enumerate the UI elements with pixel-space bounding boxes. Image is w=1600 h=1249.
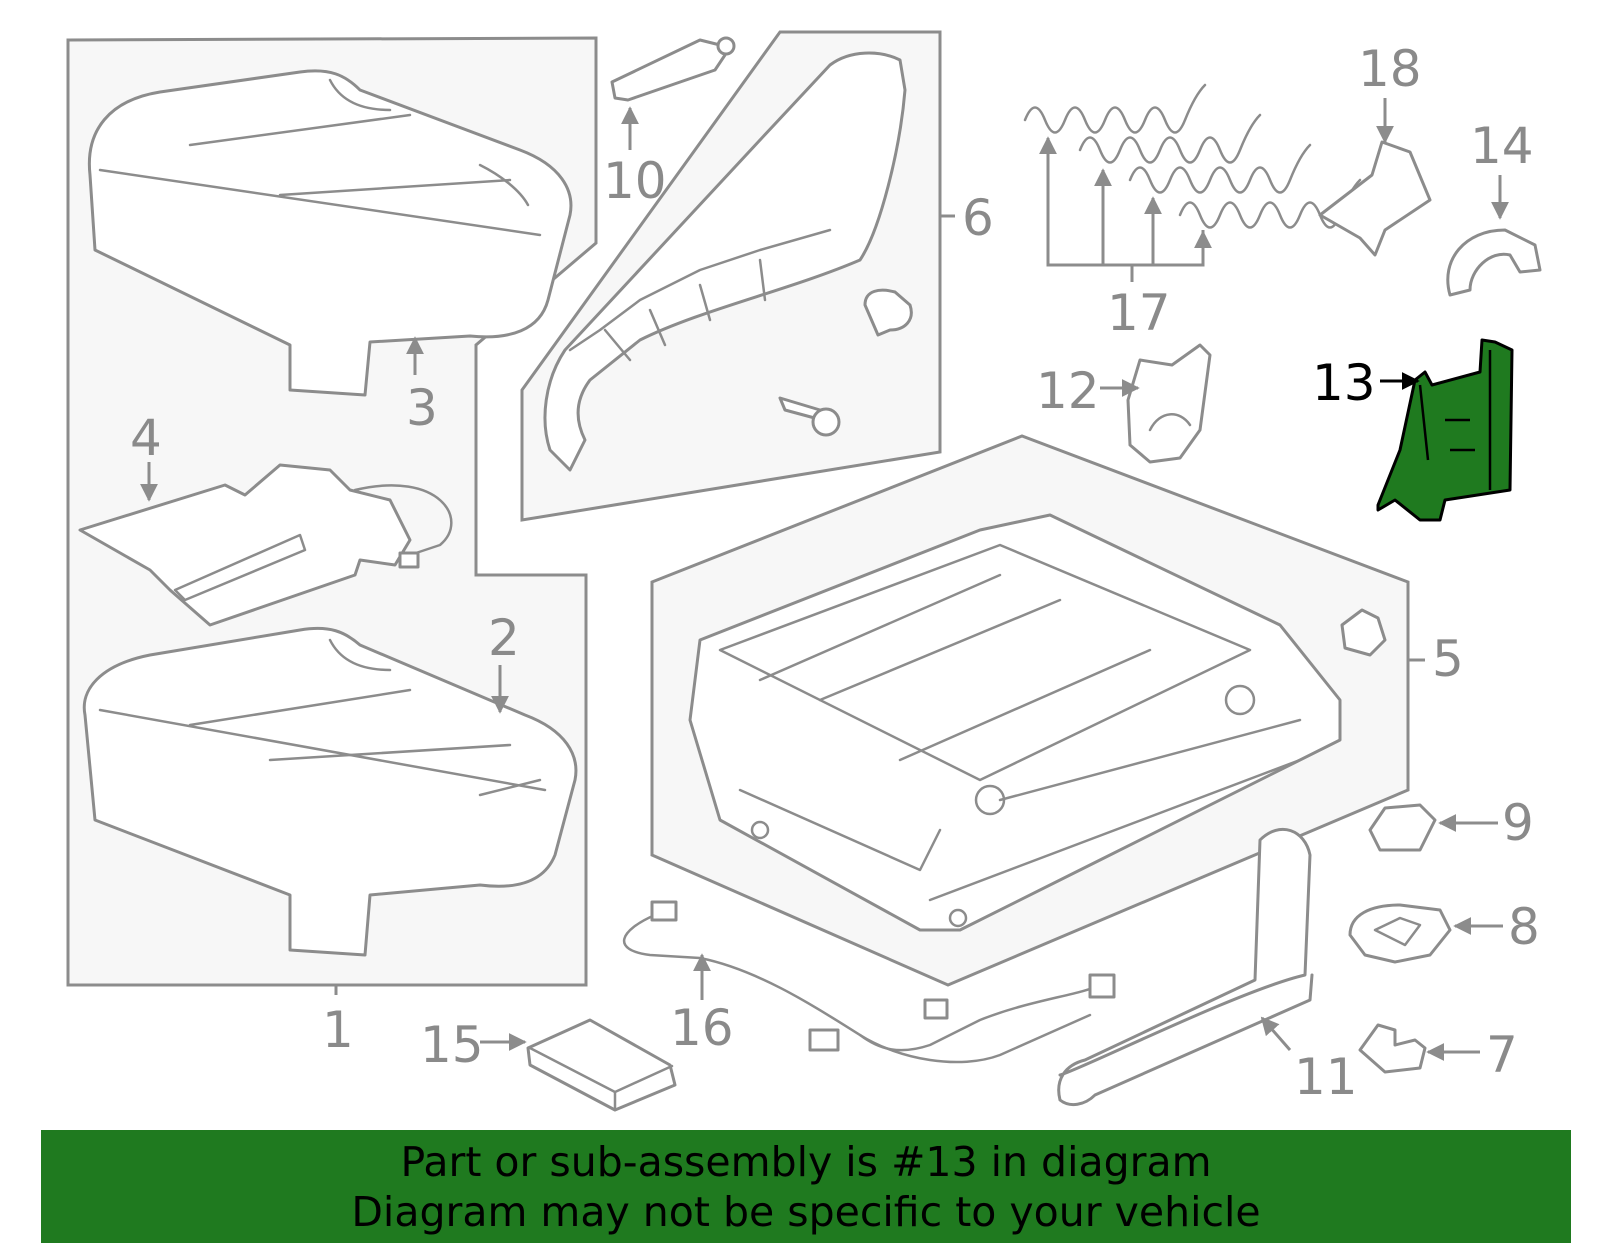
bracket-18-part[interactable] [1318, 140, 1432, 257]
callout-7: 7 [1486, 1026, 1518, 1084]
seat-track-part[interactable] [688, 513, 1342, 932]
callout-13: 13 [1312, 354, 1376, 412]
banner-line-disclaimer: Diagram may not be specific to your vehi… [351, 1187, 1261, 1236]
wire-harness-16-part[interactable] [622, 900, 1116, 1064]
callout-6: 6 [962, 189, 994, 247]
callout-10: 10 [603, 152, 667, 210]
callout-15: 15 [420, 1016, 484, 1074]
side-shield-part[interactable] [543, 51, 907, 472]
callout-1: 1 [322, 1001, 354, 1059]
info-banner: Part or sub-assembly is #13 in diagram D… [41, 1130, 1571, 1243]
module-15-part[interactable] [526, 1018, 677, 1112]
callout-labels: 1 2 3 4 5 6 7 8 9 10 11 12 13 14 15 16 1… [130, 40, 1540, 1106]
bracket-14-part[interactable] [1446, 228, 1542, 297]
cover-8-part[interactable] [1348, 903, 1452, 964]
callout-3: 3 [406, 379, 438, 437]
callout-9: 9 [1502, 794, 1534, 852]
bracket-12-part[interactable] [1126, 343, 1212, 464]
callout-17: 17 [1107, 284, 1171, 342]
highlighted-part-13[interactable] [1376, 338, 1514, 522]
screw-part[interactable] [778, 396, 841, 437]
callout-12: 12 [1036, 362, 1100, 420]
callout-8: 8 [1508, 898, 1540, 956]
cap-9-part[interactable] [1368, 803, 1437, 852]
clip-part[interactable] [863, 288, 913, 337]
callout-2: 2 [488, 609, 520, 667]
side-cover-11-part[interactable] [1057, 827, 1314, 1107]
callout-14: 14 [1470, 117, 1534, 175]
cushion-cover-part[interactable] [87, 69, 573, 397]
spring-parts[interactable] [1023, 83, 1362, 229]
callout-11: 11 [1294, 1048, 1358, 1106]
leader-lines [140, 98, 1509, 1061]
heater-pad-part[interactable] [78, 463, 453, 627]
callout-18: 18 [1358, 40, 1422, 98]
callout-16: 16 [670, 999, 734, 1057]
callout-4: 4 [130, 409, 162, 467]
clip-7-part[interactable] [1358, 1023, 1427, 1074]
callout-5: 5 [1432, 630, 1464, 688]
banner-line-part-number: Part or sub-assembly is #13 in diagram [400, 1137, 1212, 1186]
small-bracket-part[interactable] [1340, 608, 1387, 657]
knob-part[interactable] [610, 36, 736, 102]
cushion-pad-part[interactable] [82, 626, 578, 957]
